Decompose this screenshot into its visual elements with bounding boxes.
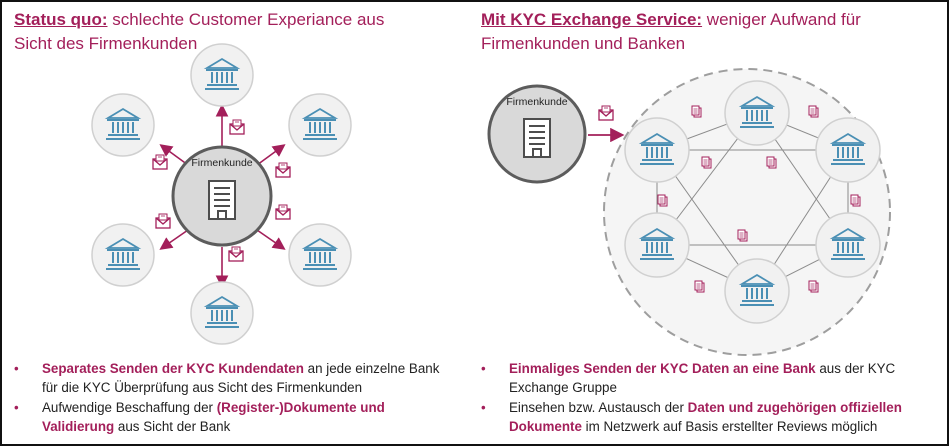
left-title-lead: Status quo: bbox=[14, 10, 108, 29]
left-bullets: • Separates Senden der KYC Kundendaten a… bbox=[14, 359, 454, 437]
bullet-highlight: Daten und zugehörigen offiziellen Dokume… bbox=[509, 400, 902, 434]
envelope-icon bbox=[275, 162, 291, 178]
left-bank-top-right bbox=[288, 93, 352, 157]
left-arrows bbox=[159, 103, 286, 289]
document-icon bbox=[766, 156, 777, 169]
envelope-icon bbox=[598, 105, 614, 121]
right-title: Mit KYC Exchange Service: weniger Aufwan… bbox=[481, 8, 921, 56]
bullet-dot: • bbox=[481, 361, 486, 376]
right-bank-bottom-right bbox=[815, 212, 881, 278]
building-icon bbox=[208, 180, 236, 220]
left-bank-top-left bbox=[91, 93, 155, 157]
document-icon bbox=[657, 194, 668, 207]
right-bank-top bbox=[724, 80, 790, 146]
right-bullets: • Einmaliges Senden der KYC Daten an ein… bbox=[481, 359, 921, 437]
left-company-label: Firmenkunde bbox=[191, 157, 252, 169]
envelope-icon bbox=[152, 154, 168, 170]
right-title-rest: weniger Aufwand für Firmenkunden und Ban… bbox=[481, 10, 861, 53]
right-title-lead: Mit KYC Exchange Service: bbox=[481, 10, 703, 29]
right-company-label: Firmenkunde bbox=[506, 96, 567, 108]
bullet-highlight: Separates Senden der KYC Kundendaten bbox=[42, 361, 304, 376]
left-title-rest: schlechte Customer Experiance aus Sicht … bbox=[14, 10, 385, 53]
envelope-icon bbox=[228, 246, 244, 262]
right-bank-top-left bbox=[624, 117, 690, 183]
document-icon bbox=[701, 156, 712, 169]
bullet-text: aus der KYC Exchange Gruppe bbox=[509, 361, 896, 395]
envelope-icon bbox=[229, 119, 245, 135]
left-bank-top bbox=[190, 43, 254, 107]
left-bullet-1: • Separates Senden der KYC Kundendaten a… bbox=[14, 359, 454, 397]
right-bank-bottom bbox=[724, 258, 790, 324]
left-bullet-2: • Aufwendige Beschaffung der (Register-)… bbox=[14, 398, 454, 436]
bullet-text: an jede einzelne Bank für die KYC Überpr… bbox=[42, 361, 440, 395]
arrow-icon bbox=[159, 229, 189, 250]
left-bank-bottom bbox=[190, 281, 254, 345]
document-icon bbox=[737, 229, 748, 242]
arrow-icon bbox=[256, 144, 286, 166]
document-icon bbox=[694, 280, 705, 293]
left-title: Status quo: schlechte Customer Experianc… bbox=[14, 8, 414, 56]
right-bank-top-right bbox=[815, 117, 881, 183]
bullet-dot: • bbox=[14, 400, 19, 415]
bullet-text: Aufwendige Beschaffung der bbox=[42, 400, 217, 415]
right-company: Firmenkunde bbox=[487, 84, 587, 184]
building-icon bbox=[523, 118, 551, 158]
left-bank-bottom-right bbox=[288, 223, 352, 287]
bullet-text: Einsehen bzw. Austausch der bbox=[509, 400, 688, 415]
bullet-highlight: (Register-)Dokumente und Validierung bbox=[42, 400, 385, 434]
bullet-text: im Netzwerk auf Basis erstellter Reviews… bbox=[581, 419, 878, 434]
document-icon bbox=[850, 194, 861, 207]
document-icon bbox=[808, 105, 819, 118]
right-bullet-2: • Einsehen bzw. Austausch der Daten und … bbox=[481, 398, 921, 436]
right-bank-bottom-left bbox=[624, 212, 690, 278]
arrow-icon bbox=[256, 229, 286, 250]
left-bank-bottom-left bbox=[91, 223, 155, 287]
envelope-icon bbox=[275, 204, 291, 220]
right-bullet-1: • Einmaliges Senden der KYC Daten an ein… bbox=[481, 359, 921, 397]
bullet-text: aus Sicht der Bank bbox=[114, 419, 231, 434]
bullet-dot: • bbox=[14, 361, 19, 376]
bullet-dot: • bbox=[481, 400, 486, 415]
document-icon bbox=[808, 280, 819, 293]
bullet-highlight: Einmaliges Senden der KYC Daten an eine … bbox=[509, 361, 816, 376]
envelope-icon bbox=[155, 213, 171, 229]
document-icon bbox=[691, 105, 702, 118]
arrow-icon bbox=[159, 144, 189, 166]
left-company-hub: Firmenkunde bbox=[171, 145, 273, 247]
